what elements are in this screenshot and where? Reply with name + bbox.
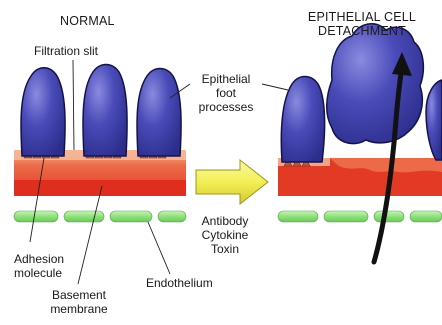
title-normal: NORMAL xyxy=(60,14,115,28)
endothelium-left xyxy=(14,211,186,222)
label-endothelium: Endothelium xyxy=(146,276,213,290)
label-filtration-slit: Filtration slit xyxy=(34,44,98,58)
title-detachment-line1: EPITHELIAL CELL xyxy=(292,10,432,24)
label-epithelial-foot-processes: Epithelial foot processes xyxy=(188,72,264,114)
label-toxin: Toxin xyxy=(192,242,258,256)
label-adhesion-molecule: Adhesion molecule xyxy=(14,252,64,280)
label-epithelial-line2: foot xyxy=(188,86,264,100)
edge-cell xyxy=(426,80,442,160)
attached-foot-process xyxy=(281,77,324,163)
foot-process-1 xyxy=(21,68,65,156)
label-antibody: Antibody xyxy=(192,214,258,228)
endothelium-right xyxy=(278,211,442,222)
label-epithelial-line3: processes xyxy=(188,100,264,114)
label-epithelial-line1: Epithelial xyxy=(188,72,264,86)
label-adhesion-line2: molecule xyxy=(14,266,64,280)
title-detachment: EPITHELIAL CELL DETACHMENT xyxy=(292,10,432,38)
normal-panel xyxy=(14,65,186,223)
title-detachment-line2: DETACHMENT xyxy=(292,24,432,38)
label-basement-membrane: Basement membrane xyxy=(44,288,114,316)
label-basement-line2: membrane xyxy=(44,302,114,316)
detachment-panel xyxy=(278,24,442,262)
yellow-right-arrow-icon xyxy=(196,160,268,204)
label-basement-line1: Basement xyxy=(44,288,114,302)
foot-process-2 xyxy=(83,65,127,157)
label-adhesion-line1: Adhesion xyxy=(14,252,64,266)
foot-process-3 xyxy=(137,69,181,157)
label-cytokine: Cytokine xyxy=(192,228,258,242)
label-injury-agents: Antibody Cytokine Toxin xyxy=(192,214,258,256)
detached-epithelial-cell xyxy=(327,24,424,144)
